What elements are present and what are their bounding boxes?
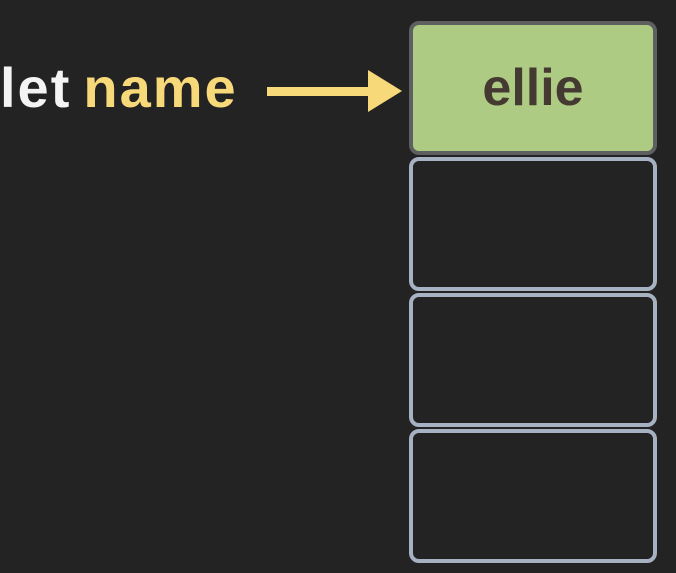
cell-value: ellie [482, 59, 584, 117]
memory-cell-empty [409, 429, 657, 563]
let-keyword: let [0, 56, 72, 119]
memory-cells: ellie [409, 21, 657, 565]
assignment-arrow-icon [267, 70, 402, 112]
memory-cell-empty [409, 293, 657, 427]
memory-cell-empty [409, 157, 657, 291]
memory-cell-filled: ellie [409, 21, 657, 155]
variable-name: name [83, 56, 238, 119]
